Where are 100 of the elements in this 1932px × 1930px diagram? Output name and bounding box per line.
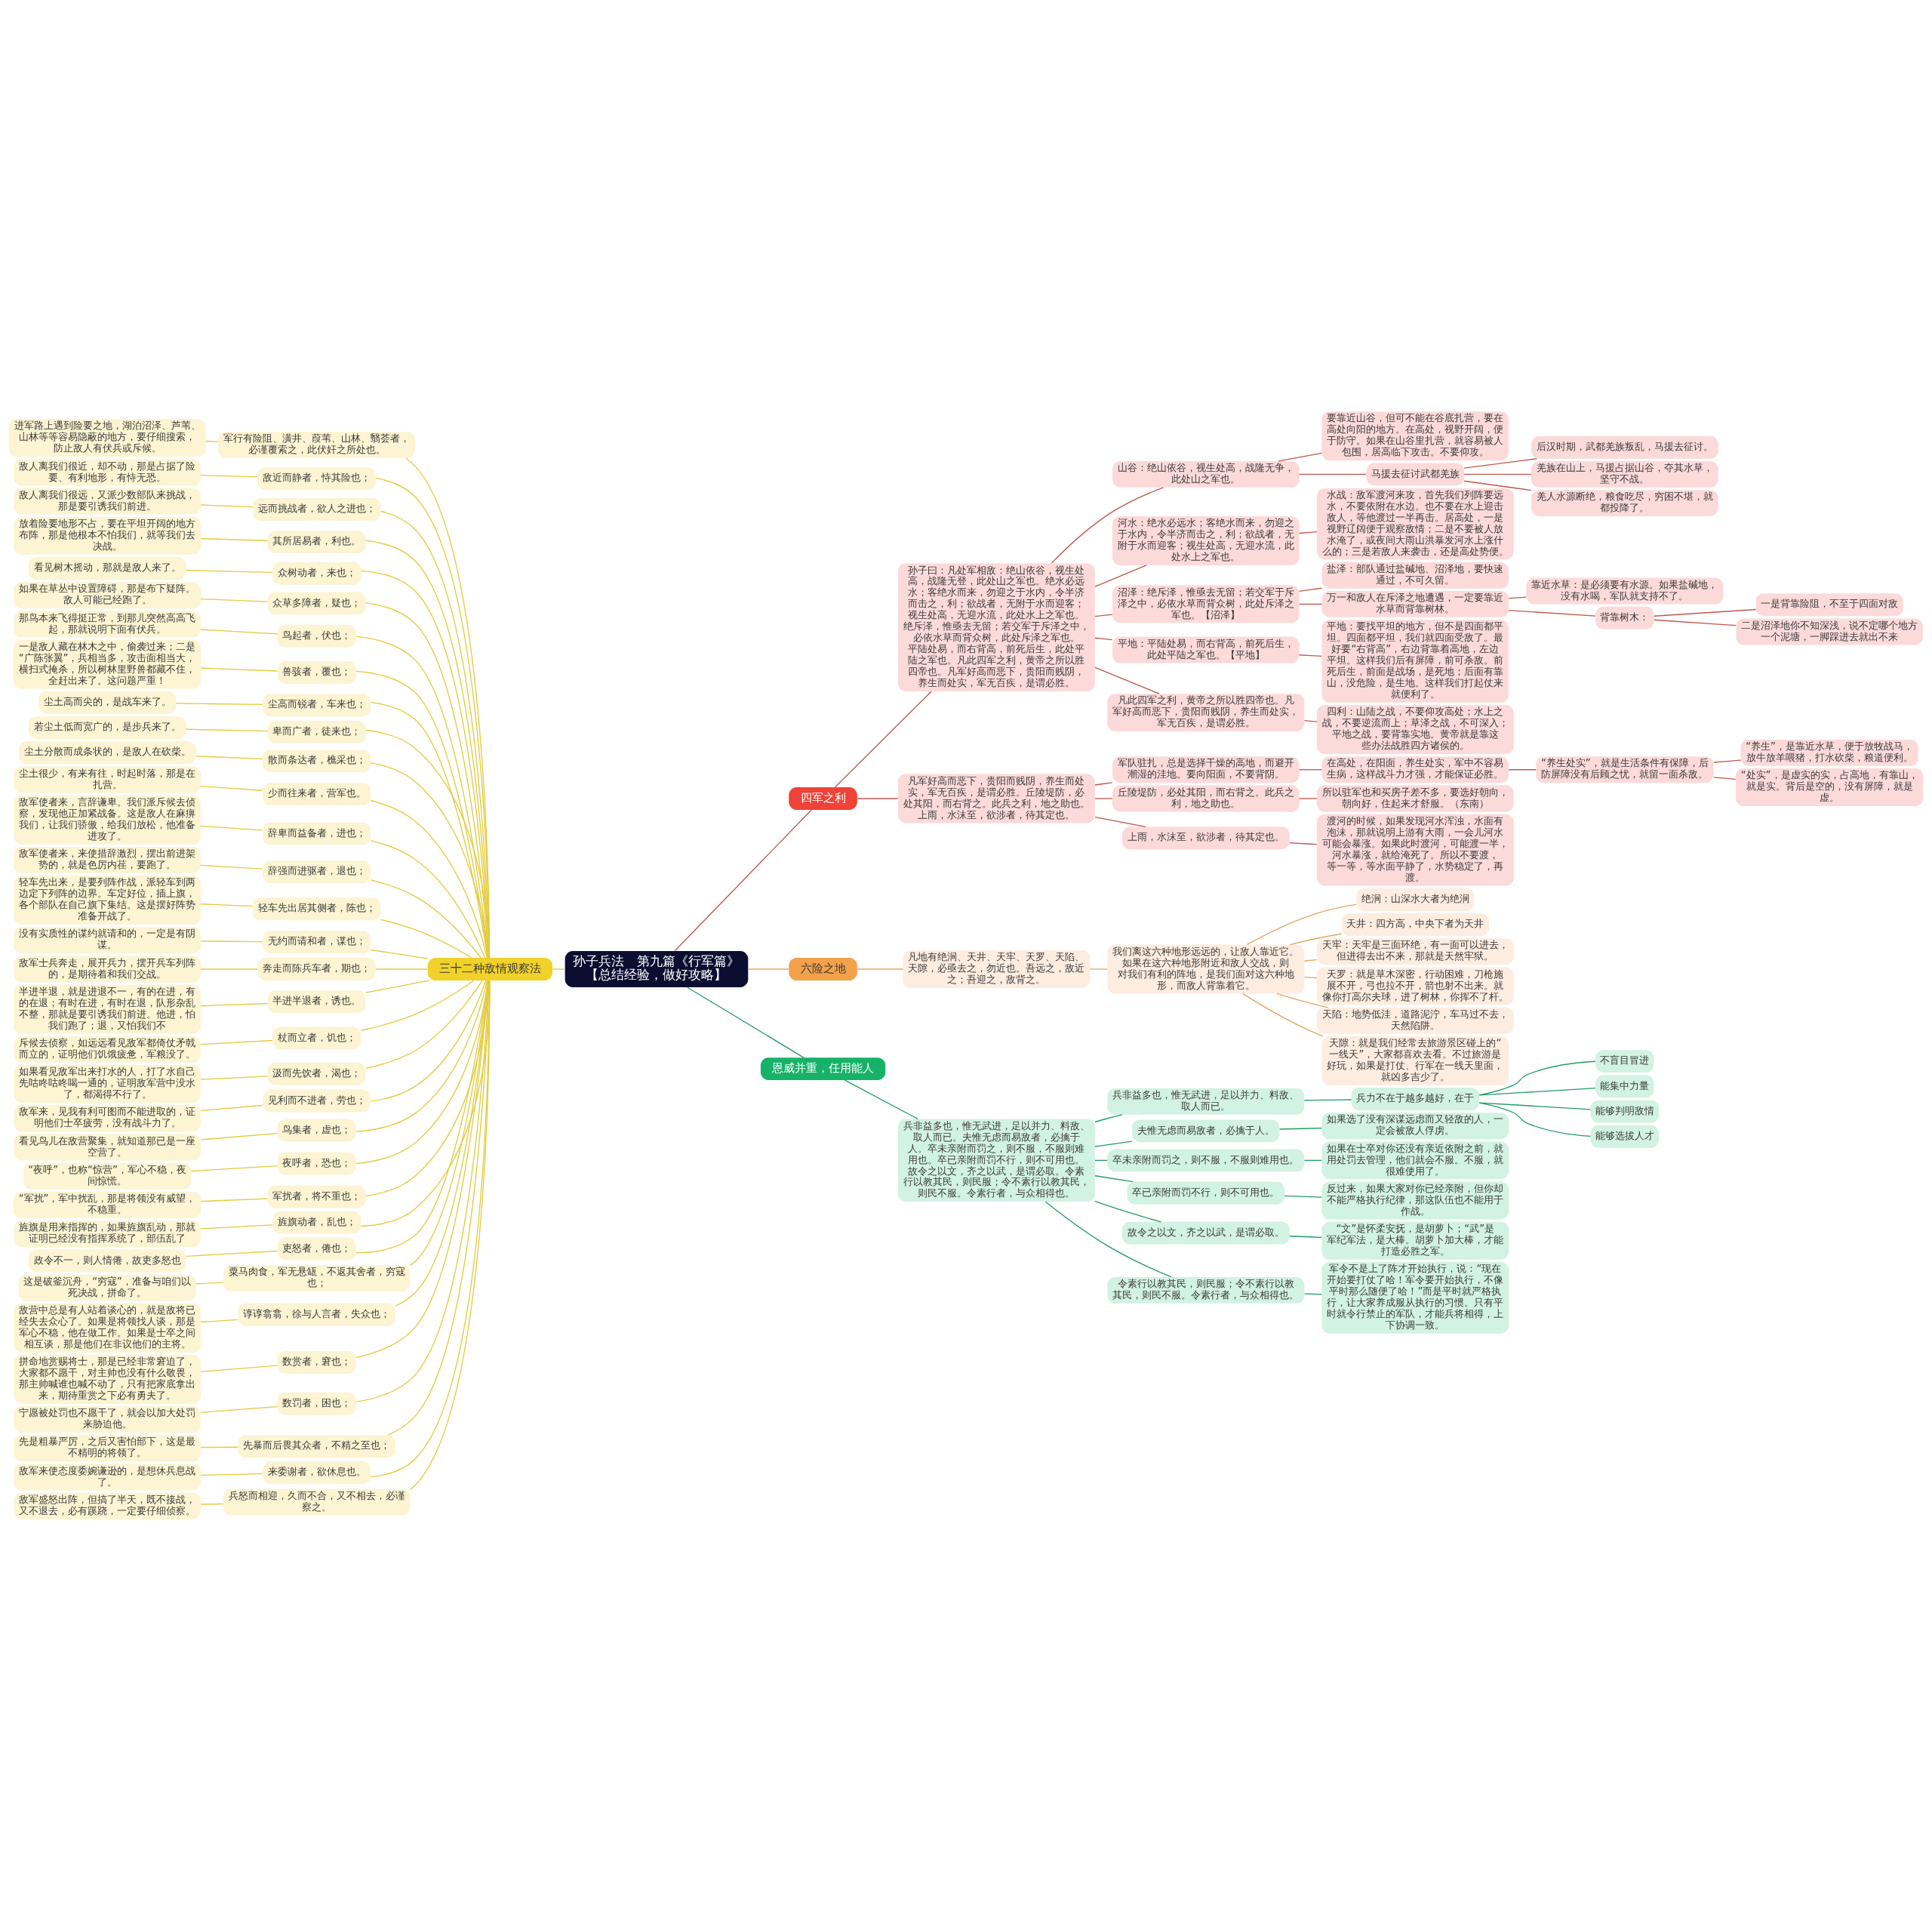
node-box: 兵怒而相迎，久而不合，又不相去，必谨察之。 bbox=[223, 1488, 411, 1516]
node-box: 天罗：就是草木深密，行动困难，刀枪施展不开，弓也拉不开，箭也射不出来。就像你打高尔夫球，进了树林，你挥不了杆。 bbox=[1316, 967, 1514, 1005]
connector bbox=[835, 690, 932, 787]
node-box: 所以驻军也和买房子差不多，要选好朝向，朝向好，住起来才舒服。（东南） bbox=[1316, 785, 1514, 811]
node-box: 夫惟无虑而易敌者，必擒于人。 bbox=[1132, 1119, 1280, 1142]
connector bbox=[200, 1224, 273, 1230]
connector bbox=[1094, 1113, 1123, 1122]
node-box: 数罚者，困也； bbox=[277, 1392, 356, 1415]
node-box: 上雨，水沫至，欲涉者，待其定也。 bbox=[1121, 826, 1290, 849]
node-box: 令素行以教其民，则民服；令不素行以教其民，则民不服。令素行者，与众相得也。 bbox=[1107, 1276, 1305, 1304]
connector bbox=[1051, 486, 1164, 564]
connector bbox=[1478, 1101, 1592, 1110]
node-box: 看见鸟儿在敌营聚集，就知道那已是一座空营了。 bbox=[14, 1134, 201, 1160]
connector bbox=[200, 903, 254, 907]
connector bbox=[200, 1104, 263, 1111]
node-box: 羌人水源断绝，粮食吃尽，穷困不堪，就都投降了。 bbox=[1531, 489, 1718, 516]
connector bbox=[1284, 1195, 1323, 1198]
connector bbox=[1303, 719, 1318, 722]
node-box: 卒未亲附而罚之，则不服，不服则难用也。 bbox=[1107, 1148, 1305, 1171]
connector bbox=[1289, 933, 1343, 945]
node-box: 尘土分散而成条状的，是敌人在砍柴。 bbox=[18, 740, 196, 764]
connector bbox=[1463, 473, 1532, 475]
node-box: 天隙：就是我们经常去旅游景区碰上的“一线天”，大家都喜欢去看。不过旅游是好玩，如果是打仗、行军在一线天里面，就凶多吉少了。 bbox=[1321, 1036, 1509, 1085]
connector bbox=[1094, 564, 1147, 587]
node-box: 山谷：绝山依谷，视生处高，战隆无争，此处山之军也。 bbox=[1112, 460, 1300, 488]
connector bbox=[1478, 1102, 1592, 1137]
node-box: 政令不一，则人情倦，故吏多怒也 bbox=[28, 1248, 186, 1272]
node-box: 兵非益多也，惟无武进，足以并力、料敌、取人而已。 bbox=[1107, 1088, 1305, 1115]
connector bbox=[205, 440, 219, 442]
connector bbox=[200, 1473, 263, 1476]
node-box: 军扰者，将不重也； bbox=[267, 1185, 366, 1208]
node-box: 敌军盛怒出阵，但搞了半天，既不接战，又不退去，必有蹊跷，一定要仔细侦察。 bbox=[14, 1492, 201, 1519]
connector bbox=[370, 762, 489, 959]
connector bbox=[1303, 1159, 1322, 1161]
connector bbox=[195, 1282, 224, 1284]
node-box: 敌军来使态度委婉谦逊的，是想休兵息战了。 bbox=[14, 1464, 201, 1490]
node-box: 河水：绝水必远水；客绝水而来，勿迎之于水内，令半济而击之，利；欲战者，无附于水而迎客；视生处高，无迎水流，此处水上之军也。 bbox=[1112, 516, 1300, 565]
connector bbox=[1278, 452, 1323, 462]
node-box: 夜呼者，恐也； bbox=[277, 1152, 356, 1174]
connector bbox=[1044, 1201, 1172, 1278]
node-box: 军行有险阻、潢井、葭苇、山林、翳荟者，必谨覆索之，此伏奸之所处也。 bbox=[218, 431, 416, 458]
connector bbox=[552, 968, 566, 970]
node-box: 敌人离我们很近，却不动，那是占据了险要、有利地形，有恃无恐。 bbox=[14, 458, 201, 485]
connector bbox=[1713, 776, 1737, 780]
node-box: “文”是怀柔安抚，是胡萝卜；“武”是军纪军法，是大棒。胡萝卜加大棒，才能打造必胜之军。 bbox=[1321, 1221, 1509, 1260]
node-box: 来委谢者，欲休息也。 bbox=[263, 1461, 371, 1484]
node-box: 杖而立者，饥也； bbox=[272, 1026, 361, 1049]
node-box: 没有实质性的谋约就请和的，一定是有阴谋。 bbox=[14, 926, 201, 953]
node-box: 敌人离我们很远，又派少数部队来挑战，那是要引诱我们前进。 bbox=[14, 488, 201, 515]
node-box: 万一和敌人在斥泽之地遭遇，一定要靠近水草而背靠树林。 bbox=[1321, 590, 1509, 617]
connector bbox=[175, 702, 263, 705]
connector bbox=[1094, 797, 1113, 799]
node-box: 粟马肉食，军无悬缻，不返其舍者，穷寇也； bbox=[223, 1264, 411, 1291]
node-box: 丘陵堤防，必处其阳，而右背之。此兵之利，地之助也。 bbox=[1112, 785, 1300, 811]
connector bbox=[200, 537, 269, 541]
connector bbox=[844, 1079, 918, 1119]
node-box: 辞卑而益备者，进也； bbox=[263, 822, 371, 845]
connector bbox=[1299, 797, 1318, 799]
connector bbox=[1246, 903, 1357, 945]
node-box: 平地：要找平坦的地方，但不是四面都平坦。四面都平坦，我们就四面受敌了。最好要“右背高”，右边背靠着高地，左边平坦。这样我们后有屏障，前可杀敌。前死后生，前面是战场，是死地；后面有靠山，没危险，是生地。这样我们打起仗来就便利了。 bbox=[1321, 619, 1509, 703]
connector bbox=[370, 701, 488, 958]
connector bbox=[1478, 1087, 1596, 1096]
node-box: 先暴而后畏其众者，不精之至也； bbox=[238, 1434, 395, 1458]
node-box: “军扰”，军中扰乱，那是将领没有威望，不稳重。 bbox=[13, 1191, 202, 1218]
node-box: 孙子兵法 第九篇《行军篇》【总结经验，做好攻略】 bbox=[565, 950, 749, 987]
connector bbox=[1299, 473, 1367, 475]
node-box: 不盲目冒进 bbox=[1595, 1049, 1654, 1073]
node-box: 半进半退者，诱也。 bbox=[267, 990, 366, 1013]
node-box: 三十二种敌情观察法 bbox=[427, 957, 553, 980]
connector bbox=[674, 808, 812, 951]
connector bbox=[857, 968, 904, 970]
node-box: 凡军好高而恶下，贵阳而贱阴，养生而处实，军无百疾，是谓必胜。丘陵堤防，必处其阳，而右背之。此兵之利，地之助也。上雨，水沫至，欲涉者，待其定也。 bbox=[897, 774, 1095, 823]
node-box: 天陷：地势低洼，道路泥泞，车马过不去，天然陷阱。 bbox=[1316, 1007, 1514, 1034]
node-box: 尘土很少，有来有往，时起时落，那是在扎营。 bbox=[14, 766, 201, 793]
connector bbox=[1508, 596, 1527, 599]
node-box: 轻车先出居其侧者，陈也； bbox=[252, 897, 381, 920]
connector bbox=[1508, 768, 1537, 770]
connector bbox=[1094, 637, 1113, 640]
connector bbox=[1094, 1174, 1134, 1182]
node-box: 敌近而静者，恃其险也； bbox=[257, 466, 376, 490]
connector bbox=[365, 980, 490, 1196]
node-box: 兽骇者，覆也； bbox=[277, 660, 356, 684]
node-box: 先是粗暴严厉，之后又害怕部下，这是最不精明的将领了。 bbox=[14, 1434, 201, 1461]
connector bbox=[1463, 480, 1532, 491]
node-box: 靠近水草：是必须要有水源。如果盐碱地，没有水喝，军队就支持不了。 bbox=[1526, 577, 1724, 604]
node-box: 如果选了没有深谋远虑而又轻敌的人，一定会被敌人俘虏。 bbox=[1321, 1112, 1509, 1139]
node-box: 兵力不在于越多越好，在于 bbox=[1351, 1087, 1480, 1110]
node-box: 能够选拔人才 bbox=[1590, 1125, 1660, 1148]
node-box: 汲而先饮者，渴也； bbox=[267, 1062, 366, 1085]
connector bbox=[1289, 1235, 1322, 1238]
connector bbox=[200, 628, 278, 634]
node-box: 少而往来者，营军也。 bbox=[263, 782, 371, 805]
node-box: 天井：四方高，中央下者为天井 bbox=[1341, 913, 1489, 936]
node-box: 卒已亲附而罚不行，则不可用也。 bbox=[1127, 1181, 1285, 1205]
node-box: 散而条达者，樵采也； bbox=[263, 749, 371, 772]
connector bbox=[200, 1446, 238, 1448]
node-box: 沼泽：绝斥泽，惟亟去无留；若交军于斥泽之中，必依水草而背众树，此处斥泽之军也。【沼泽】 bbox=[1112, 585, 1300, 623]
connector bbox=[200, 1405, 278, 1413]
connector bbox=[747, 968, 789, 970]
connector bbox=[365, 729, 491, 959]
